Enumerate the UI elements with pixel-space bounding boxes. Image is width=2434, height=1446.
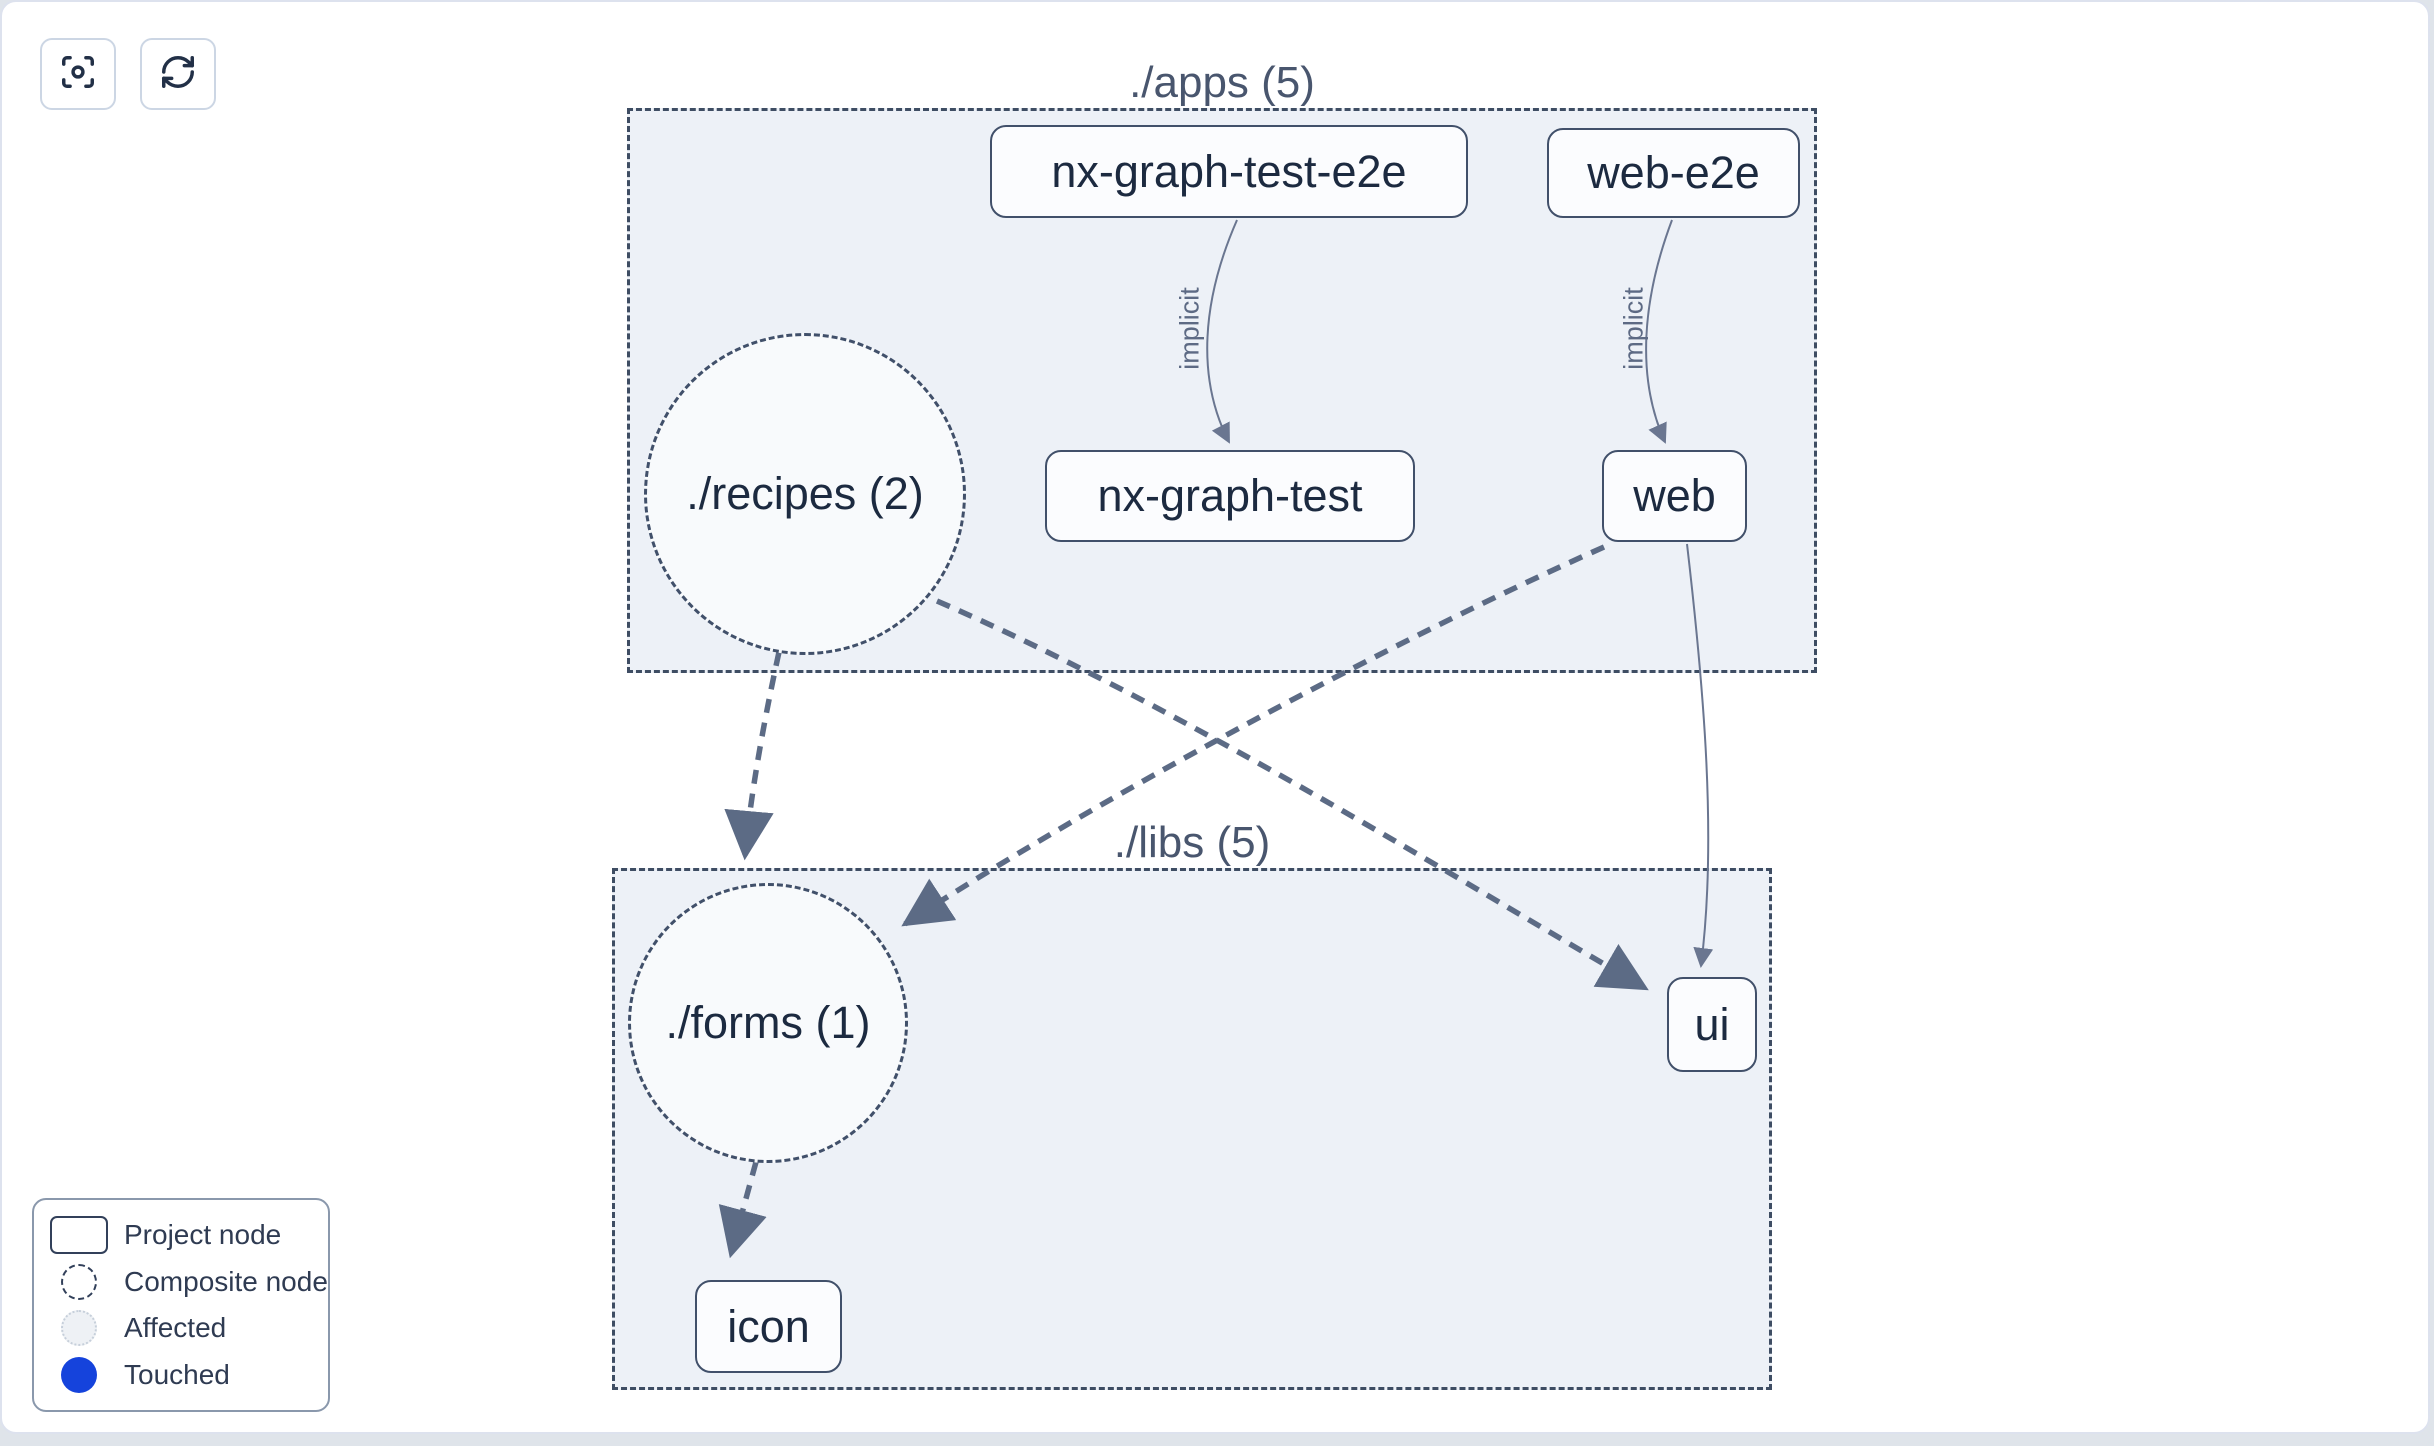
legend-item-affected: Affected: [34, 1306, 328, 1350]
legend-item-touched: Touched: [34, 1353, 328, 1397]
legend-item-project-node: Project node: [34, 1213, 328, 1257]
group-apps-label: ./apps (5): [1129, 58, 1315, 107]
composite-node-swatch: [34, 1263, 124, 1300]
node-nx-graph-test[interactable]: nx-graph-test: [1045, 450, 1415, 542]
composite-node-recipes[interactable]: ./recipes (2): [644, 333, 966, 655]
node-web-e2e[interactable]: web-e2e: [1547, 128, 1800, 218]
group-libs-label: ./libs (5): [1113, 818, 1271, 867]
touched-swatch: [34, 1357, 124, 1394]
node-ui[interactable]: ui: [1667, 977, 1757, 1072]
refresh-button[interactable]: [140, 38, 216, 110]
focus-icon: [59, 53, 97, 96]
refresh-icon: [159, 53, 197, 96]
project-node-swatch: [34, 1215, 124, 1254]
bottom-edge-band: [0, 1436, 2434, 1446]
legend: Project node Composite node Affected Tou…: [32, 1198, 330, 1412]
node-web[interactable]: web: [1602, 450, 1747, 542]
edge-label-implicit-1: implicit: [1174, 287, 1205, 370]
node-nx-graph-test-e2e[interactable]: nx-graph-test-e2e: [990, 125, 1468, 218]
focus-button[interactable]: [40, 38, 116, 110]
legend-label: Composite node: [124, 1265, 328, 1297]
legend-label: Affected: [124, 1312, 227, 1344]
affected-swatch: [34, 1310, 124, 1347]
composite-node-forms[interactable]: ./forms (1): [628, 883, 908, 1163]
legend-label: Touched: [124, 1359, 230, 1391]
node-icon[interactable]: icon: [695, 1280, 842, 1373]
edge-label-implicit-2: implicit: [1618, 287, 1649, 370]
legend-item-composite-node: Composite node: [34, 1260, 328, 1304]
legend-label: Project node: [124, 1218, 282, 1250]
